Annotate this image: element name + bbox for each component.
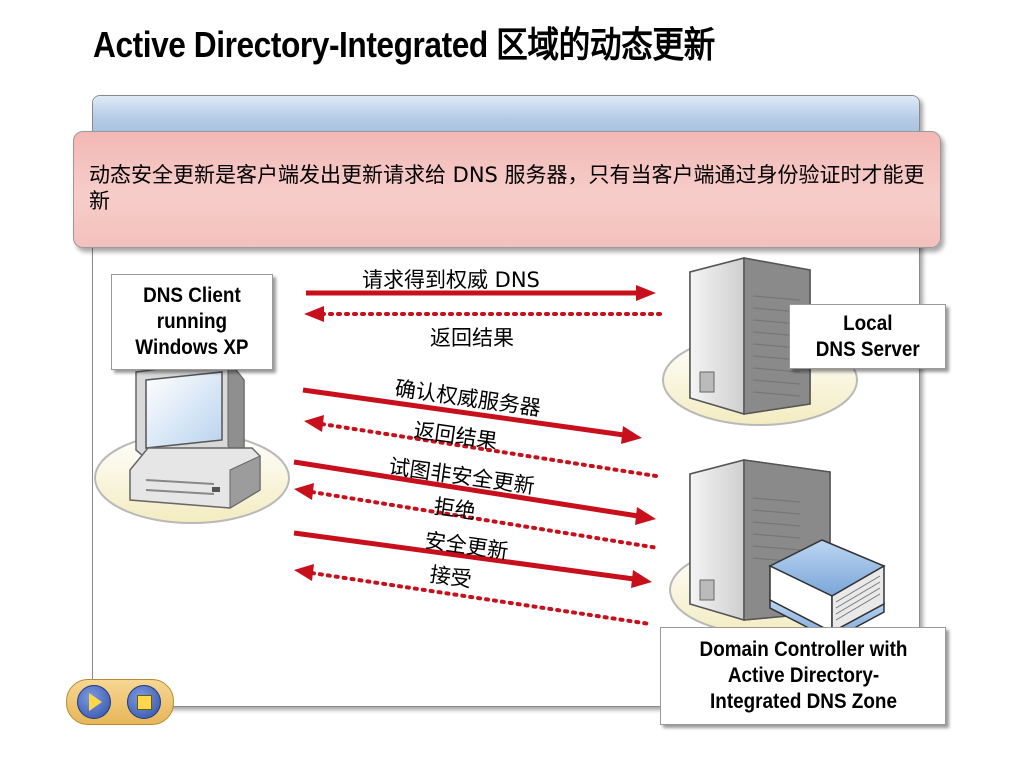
- local-dns-server-label-text: Local DNS Server: [815, 311, 920, 361]
- info-banner: 动态安全更新是客户端发出更新请求给 DNS 服务器，只有当客户端通过身份验证时才…: [73, 131, 941, 248]
- label-request-authority: 请求得到权威 DNS: [362, 268, 540, 292]
- arrow-accept: [294, 564, 652, 626]
- arrow-refuse: [294, 483, 660, 550]
- dns-client-label: DNS Client running Windows XP: [111, 274, 273, 370]
- domain-controller-label: Domain Controller with Active Directory-…: [660, 627, 946, 725]
- arrow-return-result-2: [304, 415, 658, 478]
- label-accept: 接受: [428, 562, 474, 592]
- panel-header-bar: [93, 96, 919, 135]
- label-refuse: 拒绝: [432, 494, 478, 524]
- play-triangle-icon: [89, 693, 102, 711]
- stop-button[interactable]: [127, 685, 161, 719]
- arrow-request-authority: [306, 285, 656, 301]
- stop-square-icon: [137, 695, 152, 710]
- domain-controller-label-text: Domain Controller with Active Directory-…: [699, 638, 907, 713]
- local-dns-server-icon: [662, 257, 858, 426]
- slide-title: Active Directory-Integrated 区域的动态更新: [93, 24, 715, 65]
- local-dns-server-label: Local DNS Server: [789, 304, 946, 369]
- slide-navigation: [66, 679, 174, 725]
- banner-text: 动态安全更新是客户端发出更新请求给 DNS 服务器，只有当客户端通过身份验证时才…: [89, 163, 925, 213]
- arrow-confirm-authority: [302, 387, 642, 444]
- label-return-result-1: 返回结果: [430, 326, 514, 350]
- arrow-secure-update: [293, 530, 652, 588]
- play-button[interactable]: [77, 685, 111, 719]
- dns-client-label-text: DNS Client running Windows XP: [135, 284, 249, 359]
- arrow-try-insecure-update: [293, 459, 656, 525]
- arrow-return-result-1: [304, 306, 662, 322]
- client-computer-icon: [94, 358, 290, 524]
